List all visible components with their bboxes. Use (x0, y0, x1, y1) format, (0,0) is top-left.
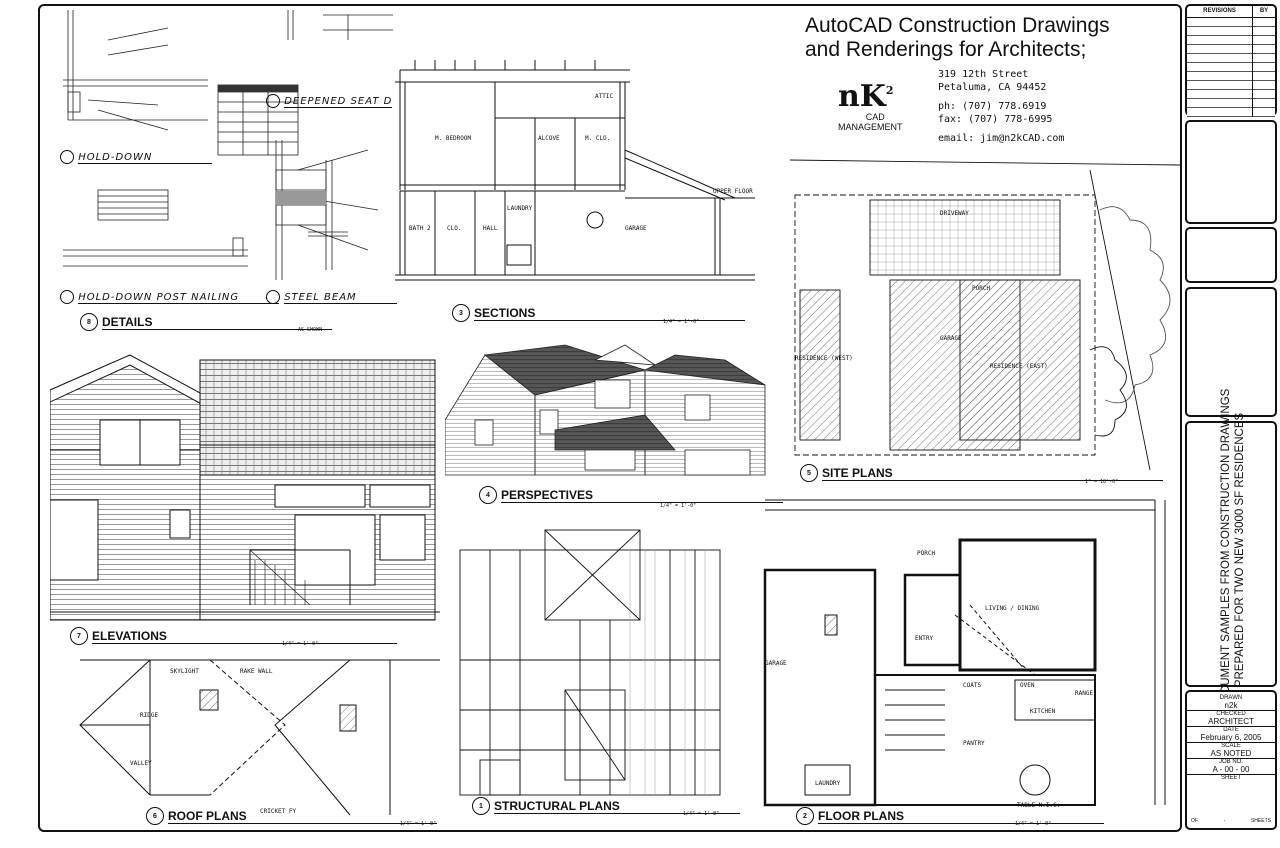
floor-label-range: RANGE (1075, 690, 1093, 697)
section-label-upper-floor: UPPER FLOOR (713, 188, 753, 195)
of-label: OF (1191, 818, 1198, 824)
scale-sections: 1/4" = 1'-0" (663, 319, 700, 325)
floor-label-garage: GARAGE (765, 660, 787, 667)
sheets-label: SHEETS (1250, 818, 1271, 824)
section-label-bedroom: M. BEDROOM (435, 135, 472, 142)
structural-plans-panel (459, 529, 721, 796)
panel-number-bubble: 3 (452, 304, 470, 322)
floor-label-entry: ENTRY (915, 635, 933, 642)
email-link[interactable]: email: jim@n2kCAD.com (938, 133, 1065, 144)
scale-elevations: 1/4" = 1'-0" (282, 641, 319, 647)
detail-bubble-icon (266, 290, 280, 304)
site-plan-panel: DRIVEWAY GARAGE RESIDENCE (WEST) RESIDEN… (790, 159, 1180, 471)
detail-title-hold-down-post: HOLD-DOWN POST NAILING (60, 290, 280, 304)
scale-value: AS NOTED (1187, 749, 1275, 759)
project-description: DOCUMENT SAMPLES FROM CONSTRUCTION DRAWI… (1220, 388, 1246, 712)
section-label-laundry: LAUNDRY (507, 205, 533, 212)
scale-structural-plans: 1/4" = 1'-0" (683, 811, 720, 817)
revisions-header: REVISIONS (1187, 6, 1253, 17)
roof-label-cricket: CRICKET FY (260, 808, 297, 815)
scale-details: AS SHOWN (298, 327, 323, 333)
floor-plans-panel: LIVING / DINING PORCH ENTRY GARAGE KITCH… (763, 499, 1166, 809)
panel-number-bubble: 1 (472, 797, 490, 815)
site-label-residence-east: RESIDENCE (EAST) (990, 363, 1048, 370)
panel-title-details: 8 DETAILS (80, 313, 333, 331)
section-label-alcove: ALCOVE (538, 135, 560, 142)
revisions-block: REVISIONS BY (1185, 4, 1277, 117)
date-value: February 6, 2005 (1187, 733, 1275, 743)
title-block-empty-3 (1185, 287, 1277, 417)
revision-rows (1187, 18, 1275, 117)
scale-site-plans: 1" = 10'-0" (1085, 479, 1119, 485)
detail-bubble-icon (60, 290, 74, 304)
title-block-empty-2 (1185, 227, 1277, 283)
floor-label-oven: OVEN (1020, 682, 1035, 689)
drawing-sheet-border (38, 4, 1182, 832)
site-label-porch: PORCH (972, 285, 990, 292)
floor-label-table: TABLE N.I.C. (1017, 802, 1060, 809)
roof-label-skylight: SKYLIGHT (170, 668, 199, 675)
site-label-driveway: DRIVEWAY (940, 210, 969, 217)
panel-number-bubble: 6 (146, 807, 164, 825)
site-label-residence-west: RESIDENCE (WEST) (795, 355, 853, 362)
panel-number-bubble: 2 (796, 807, 814, 825)
elevations-panel (50, 354, 440, 621)
sheet-title: AutoCAD Construction Drawings and Render… (805, 14, 1110, 61)
checked-value: ARCHITECT (1187, 717, 1275, 727)
panel-title-floor-plans: 2 FLOOR PLANS (796, 807, 1104, 825)
panel-number-bubble: 4 (479, 486, 497, 504)
detail-bubble-icon (60, 150, 74, 164)
section-label-bath: BATH 2 (409, 225, 431, 232)
title-block-empty-1 (1185, 120, 1277, 224)
job-value: A - 00 - 00 (1187, 765, 1275, 775)
section-label-clo: CLO. (447, 225, 461, 232)
company-logo: nK2 CAD MANAGEMENT (838, 79, 903, 133)
roof-label-valley: VALLEY (130, 760, 152, 767)
panel-title-perspectives: 4 PERSPECTIVES (479, 486, 784, 504)
perspectives-panel (445, 344, 766, 476)
panel-title-elevations: 7 ELEVATIONS (70, 627, 397, 645)
floor-label-porch: PORCH (917, 550, 935, 557)
section-label-hall: HALL (483, 225, 498, 232)
roof-plans-panel: SKYLIGHT RAKE WALL RIDGE VALLEY CRICKET … (79, 659, 440, 816)
section-label-attic: ATTIC (595, 93, 613, 100)
panel-title-sections: 3 SECTIONS (452, 304, 746, 322)
site-label-garage: GARAGE (940, 335, 962, 342)
scale-roof-plans: 1/4" = 1'-0" (400, 821, 437, 827)
floor-label-living: LIVING / DINING (985, 605, 1040, 612)
floor-label-laundry: LAUNDRY (815, 780, 841, 787)
scale-perspectives: 1/4" = 1'-0" (660, 503, 697, 509)
panel-number-bubble: 7 (70, 627, 88, 645)
panel-title-site-plans: 5 SITE PLANS (800, 464, 1163, 482)
panel-number-bubble: 8 (80, 313, 98, 331)
panel-number-bubble: 5 (800, 464, 818, 482)
by-header: BY (1259, 8, 1269, 14)
company-address: 319 12th Street Petaluma, CA 94452 ph: (… (938, 69, 1065, 144)
section-label-garage: GARAGE (625, 225, 647, 232)
floor-label-kitchen: KITCHEN (1030, 708, 1056, 715)
detail-title-hold-down: HOLD-DOWN (60, 150, 213, 164)
detail-title-steel-beam: STEEL BEAM (266, 290, 397, 304)
roof-label-rake-wall: RAKE WALL (240, 668, 273, 675)
scale-floor-plans: 1/4" = 1'-0" (1015, 821, 1052, 827)
detail-title-deepened-seat: DEEPENED SEAT D (266, 94, 393, 108)
floor-label-coats: COATS (963, 682, 981, 689)
section-label-mclo: M. CLO. (585, 135, 610, 142)
detail-bubble-icon (266, 94, 280, 108)
drawing-info-block: DRAWN n2k CHECKED ARCHITECT DATE Februar… (1185, 690, 1277, 830)
details-panel (63, 10, 393, 280)
drawn-value: n2k (1187, 701, 1275, 711)
panel-title-roof-plans: 6 ROOF PLANS (146, 807, 437, 825)
roof-label-ridge: RIDGE (140, 712, 158, 719)
sections-panel: M. BEDROOM ALCOVE M. CLO. ATTIC BATH 2 C… (395, 60, 755, 281)
floor-label-pantry: PANTRY (963, 740, 985, 747)
panel-title-structural-plans: 1 STRUCTURAL PLANS (472, 797, 740, 815)
project-description-block (1185, 421, 1277, 687)
